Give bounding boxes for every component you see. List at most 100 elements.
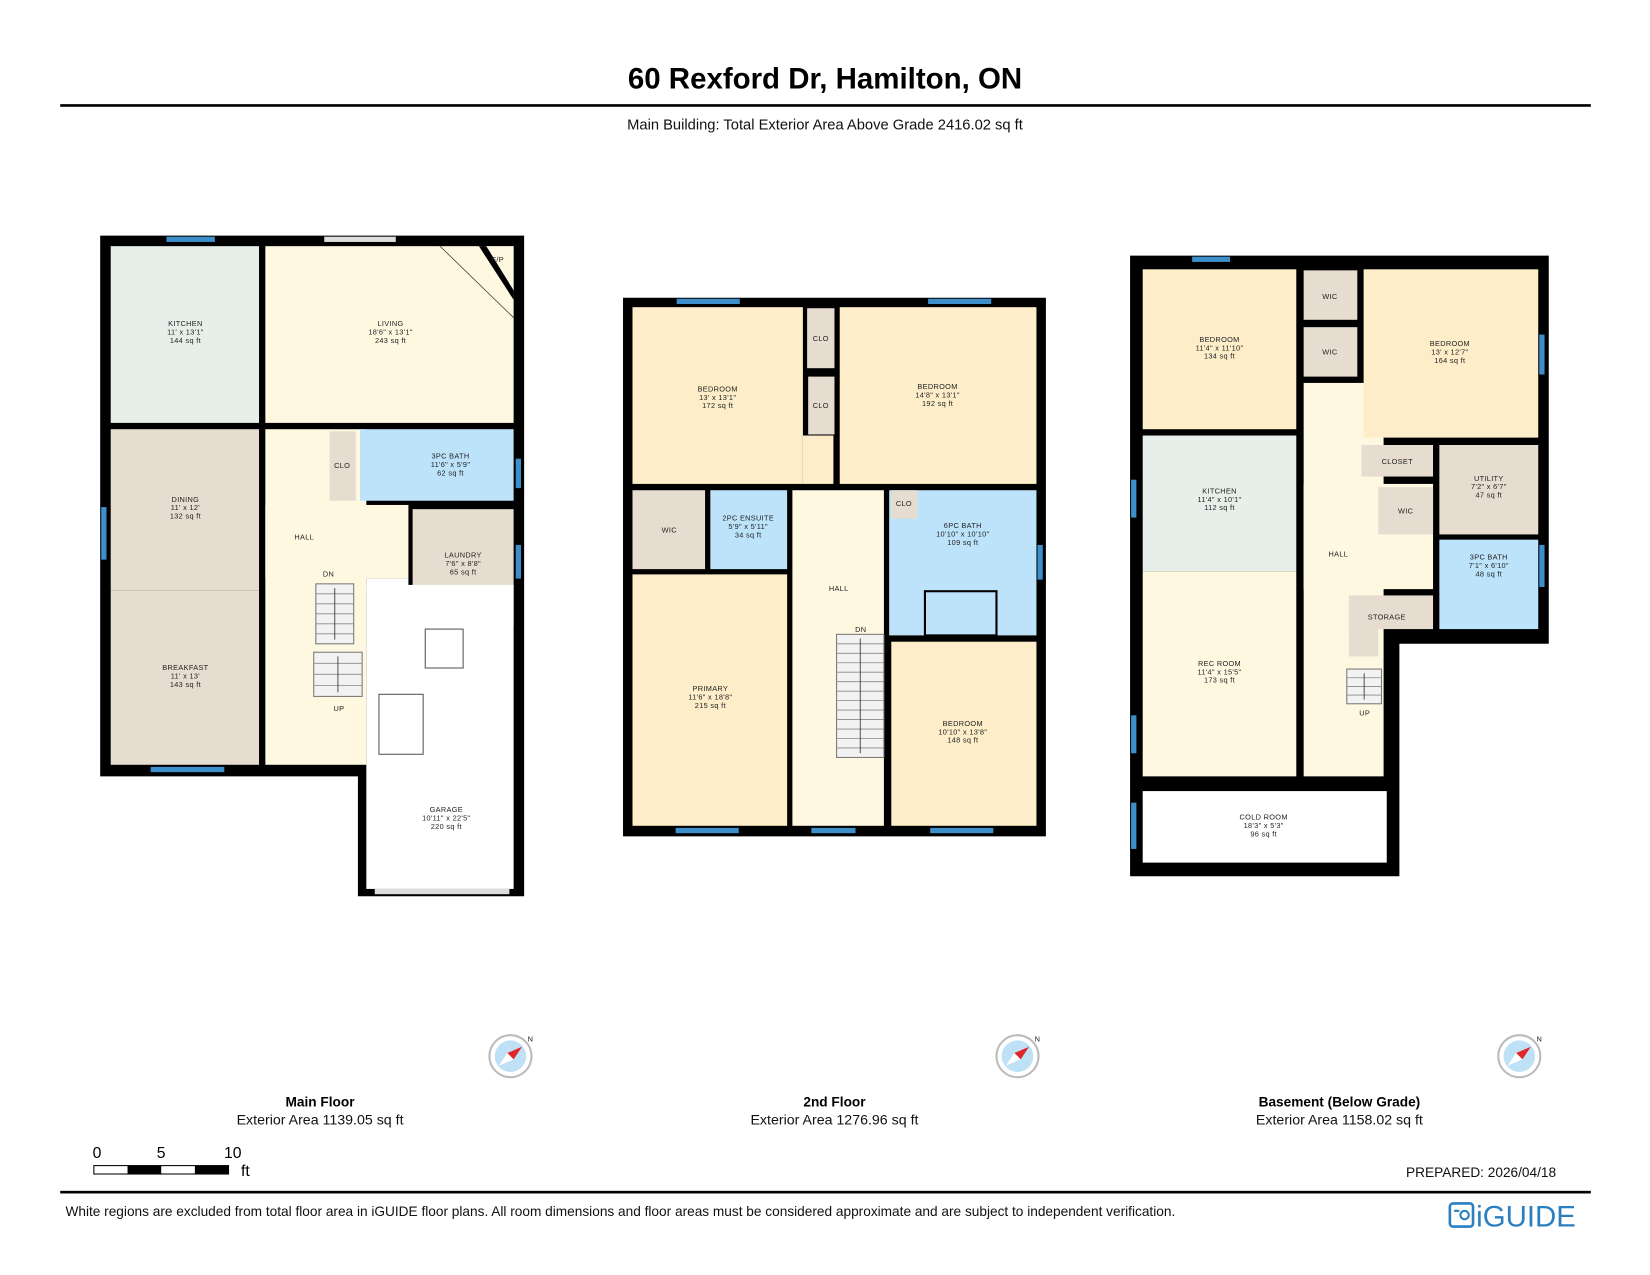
room-dims: 5'9" x 5'11" [728,522,768,531]
floor-label: UP [334,704,345,713]
window [1131,479,1137,518]
window [515,458,521,489]
stairs-down [836,633,885,758]
window [150,766,225,773]
scale-tick-0: 0 [93,1145,102,1162]
window [928,298,992,305]
room-name: DINING [172,495,200,504]
room-name: BEDROOM [917,382,957,391]
room-dims: 7'1" x 6'10" [1469,561,1509,570]
floor-area-basement: Exterior Area 1158.02 sq ft [1256,1113,1423,1129]
compass-north-icon: N [1497,1034,1542,1079]
room-dims: 11' x 12' [171,503,201,512]
room-name: HALL [829,584,849,593]
room-name: 2PC ENSUITE [722,514,774,523]
stairs-up [1346,668,1383,705]
window [166,236,215,242]
compass-label: N [1536,1034,1542,1043]
room-area: 144 sq ft [170,336,201,345]
room-label: WIC [1398,506,1414,515]
scale-tick-10: 10 [224,1145,242,1162]
room-name: KITCHEN [1202,486,1237,495]
room-name: CLO [813,334,829,343]
room-label: WIC [1322,348,1338,357]
room-name: REC ROOM [1198,659,1241,668]
bathtub [923,590,998,637]
room-label: WIC [1322,292,1338,301]
room-area: 47 sq ft [1475,491,1502,500]
room-clo: CLO [807,308,835,369]
room-area: 243 sq ft [375,336,406,345]
room-name: GARAGE [430,805,463,814]
logo-text: iGUIDE [1476,1201,1576,1234]
room-dims: 11'4" x 11'10" [1196,343,1244,352]
room-floor [891,490,918,519]
room-area: 109 sq ft [947,538,978,547]
room-name: CLO [334,461,350,470]
room-name: BEDROOM [1199,335,1239,344]
room-dims: 11'4" x 15'5" [1198,667,1242,676]
room-storage: STORAGE [1348,595,1434,657]
room-area: 148 sq ft [947,736,978,745]
room-name: CLOSET [1382,457,1414,466]
garage-step [378,693,424,755]
fireplace-line [439,245,514,318]
window [1131,802,1137,849]
room-name: WIC [1322,348,1338,357]
room-floor [839,307,1037,484]
room-dims: 10'11" x 22'5" [422,814,470,823]
room-area: 112 sq ft [1204,503,1235,512]
fireplace-hearth [486,246,514,291]
room-area: 172 sq ft [702,401,733,410]
room-dims: 10'10" x 10'10" [936,530,989,539]
room-label: CLO [896,499,912,508]
compass-north-icon: N [488,1034,534,1079]
room-clo: CLO [891,490,918,519]
room-dims: 7'2" x 6'7" [1471,482,1507,491]
footer-divider [60,1190,1591,1194]
room-floor [802,435,834,484]
room-label: CLO [813,334,829,343]
room-name: HALL [1329,549,1349,558]
room-floor [265,246,514,423]
room-floor [360,429,514,501]
room-area: 62 sq ft [437,468,464,477]
room-floor [110,429,260,591]
room-dims: 11'4" x 10'1" [1198,495,1242,504]
compass-label: N [528,1034,534,1043]
room-name: 3PC BATH [1470,553,1508,562]
room-floor [632,490,706,570]
room-floor [110,246,260,423]
window [324,236,396,242]
stairs-up [313,651,363,697]
room-floor [110,590,260,765]
floor-label: F/P [492,255,504,264]
floor-caption-main: Main Floor [286,1095,356,1110]
room-name: STORAGE [1368,613,1406,622]
window [811,827,856,834]
room-label: CLO [334,461,350,470]
